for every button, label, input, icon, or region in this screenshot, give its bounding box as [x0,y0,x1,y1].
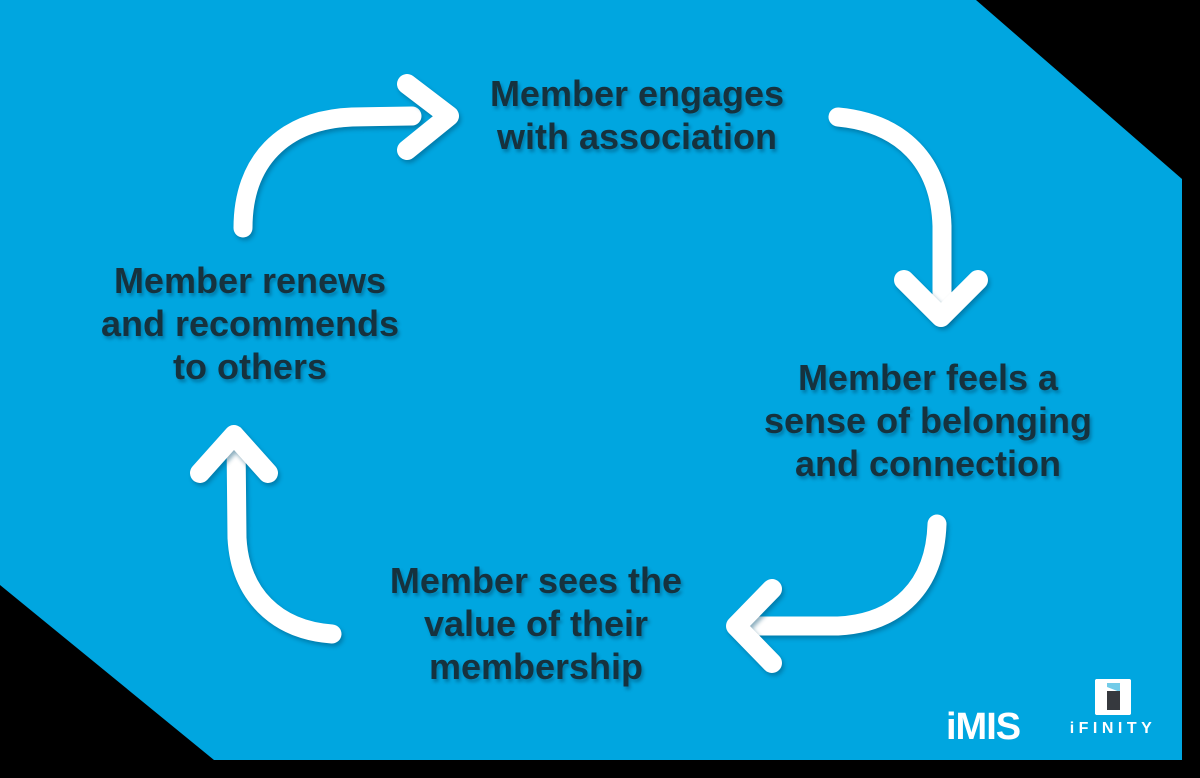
step-line: to others [172,346,327,387]
blue-panel-background [0,0,1182,760]
imis-logo: iMIS [946,706,1021,748]
step-line: and recommends [100,303,400,344]
curved-arrow-left-icon [726,514,947,673]
ifinity-logo: iFINITY [1040,679,1186,738]
step-member-renews: Member renews and recommends to others [30,259,470,388]
curved-arrow-up-icon [190,425,342,644]
step-line: value of their [423,603,649,644]
step-line: Member sees the [389,560,683,601]
step-line: and connection [794,443,1061,484]
step-line: Member renews [113,260,387,301]
curved-arrow-right-icon [233,74,459,238]
step-line: membership [428,646,644,687]
curved-arrow-down-icon [828,107,988,327]
step-line: Member feels a [797,357,1059,398]
step-member-value: Member sees the value of their membershi… [316,559,756,688]
step-line: Member engages [489,73,785,114]
step-line: sense of belonging [763,400,1093,441]
ifinity-logo-text: iFINITY [1069,720,1157,737]
step-line: with association [496,116,778,157]
step-member-belonging: Member feels a sense of belonging and co… [708,356,1148,485]
ifinity-i-icon [1095,679,1131,715]
step-member-engages: Member engages with association [417,72,857,158]
